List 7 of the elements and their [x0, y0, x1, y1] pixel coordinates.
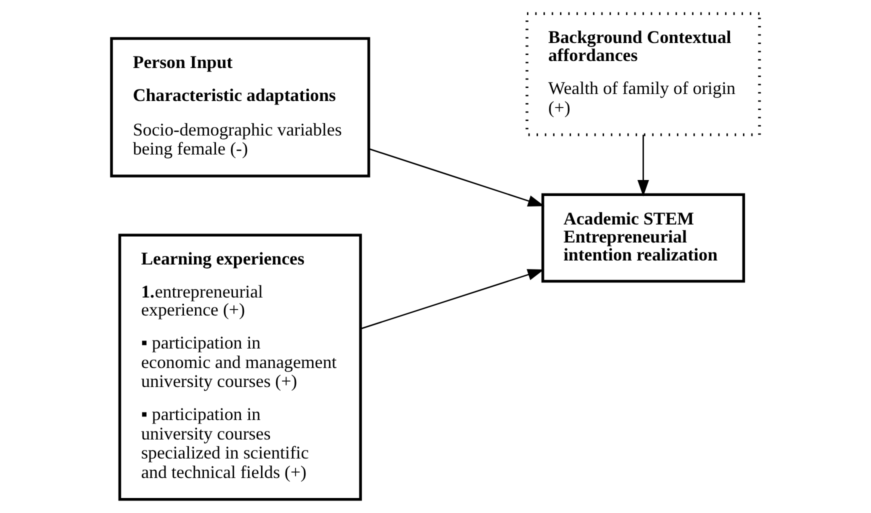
node-box: Person Input Characteristic adaptations Socio-demographic variables being female (-): [110, 37, 370, 178]
node-box: Learning experiences 1.entrepreneurial experience (+) ▪ participation in economic and management university courses (+) ▪ participation in university courses specialized in scientific and technical fields (+): [118, 234, 362, 501]
arrow: [369, 148, 545, 206]
node-box: Background Contextual affordances Wealth of family of origin (+): [526, 12, 761, 136]
node-box: Academic STEM Entrepreneurial intention realization: [541, 193, 746, 283]
arrow: [360, 269, 544, 330]
arrow: [637, 134, 650, 197]
